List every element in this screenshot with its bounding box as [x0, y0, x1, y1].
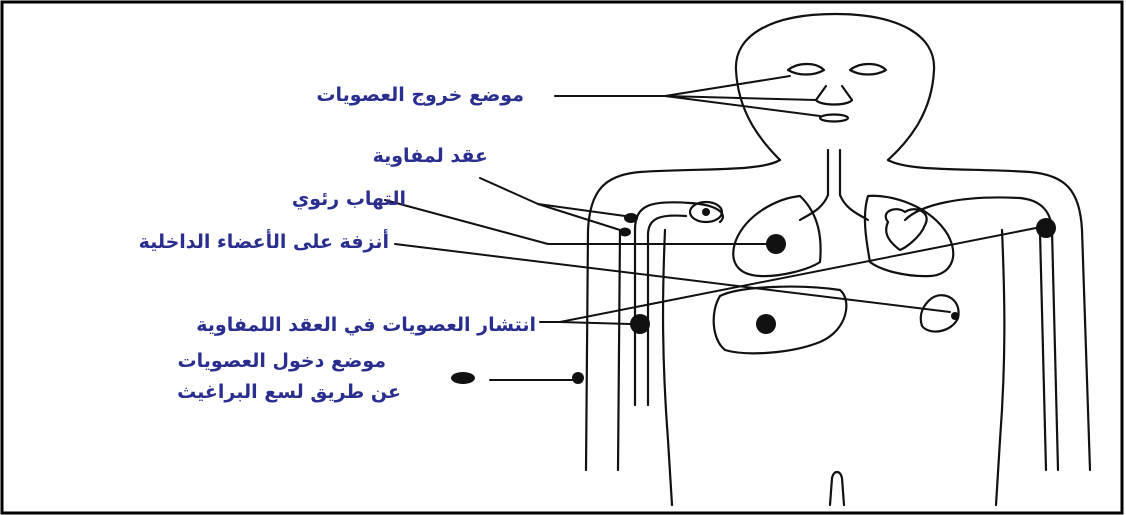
legs — [830, 472, 844, 505]
node-spleen — [951, 312, 959, 320]
left-inner-arm — [618, 230, 620, 470]
leader-hemorrhage — [395, 244, 950, 312]
trachea — [828, 150, 840, 195]
head-outline — [736, 14, 934, 160]
node-neck-1 — [624, 213, 638, 223]
node-entry — [572, 372, 584, 384]
label-entry-method: عن طريق لسع البراغيث — [177, 383, 401, 402]
node-neck-2 — [619, 228, 631, 237]
left-eye — [788, 64, 824, 75]
right-inner-arm — [1052, 230, 1058, 470]
label-exit-site: موضع خروج العصويات — [316, 86, 524, 105]
node-right-arm — [1036, 218, 1056, 238]
heart — [886, 209, 927, 250]
left-torso — [663, 230, 672, 505]
leader-exit-eye — [665, 76, 790, 96]
leader-spread-right — [560, 228, 1036, 322]
lung-right — [865, 196, 953, 276]
node-lung — [766, 234, 786, 254]
node-axilla-center — [702, 208, 710, 216]
label-pneumonia: التهاب رئوي — [292, 190, 406, 209]
node-left-arm — [630, 314, 650, 334]
label-hemorrhage: أنزفة على الأعضاء الداخلية — [139, 233, 389, 252]
node-liver — [756, 314, 776, 334]
flea-icon — [451, 372, 475, 384]
leader-pneumonia — [385, 200, 548, 244]
mouth — [820, 115, 848, 122]
leader-nodes-2 — [538, 204, 620, 230]
label-spread-lymph-nodes: انتشار العصويات في العقد اللمفاوية — [196, 316, 536, 335]
lymph-vessel-right — [1040, 232, 1046, 470]
label-lymph-nodes: عقد لمفاوية — [373, 147, 488, 166]
label-entry-site: موضع دخول العصويات — [178, 352, 386, 371]
leader-nodes — [480, 178, 538, 204]
leader-nodes-1 — [538, 204, 625, 216]
nose — [816, 86, 852, 105]
right-eye — [850, 64, 886, 75]
right-torso — [996, 230, 1004, 505]
left-shoulder — [586, 160, 780, 470]
